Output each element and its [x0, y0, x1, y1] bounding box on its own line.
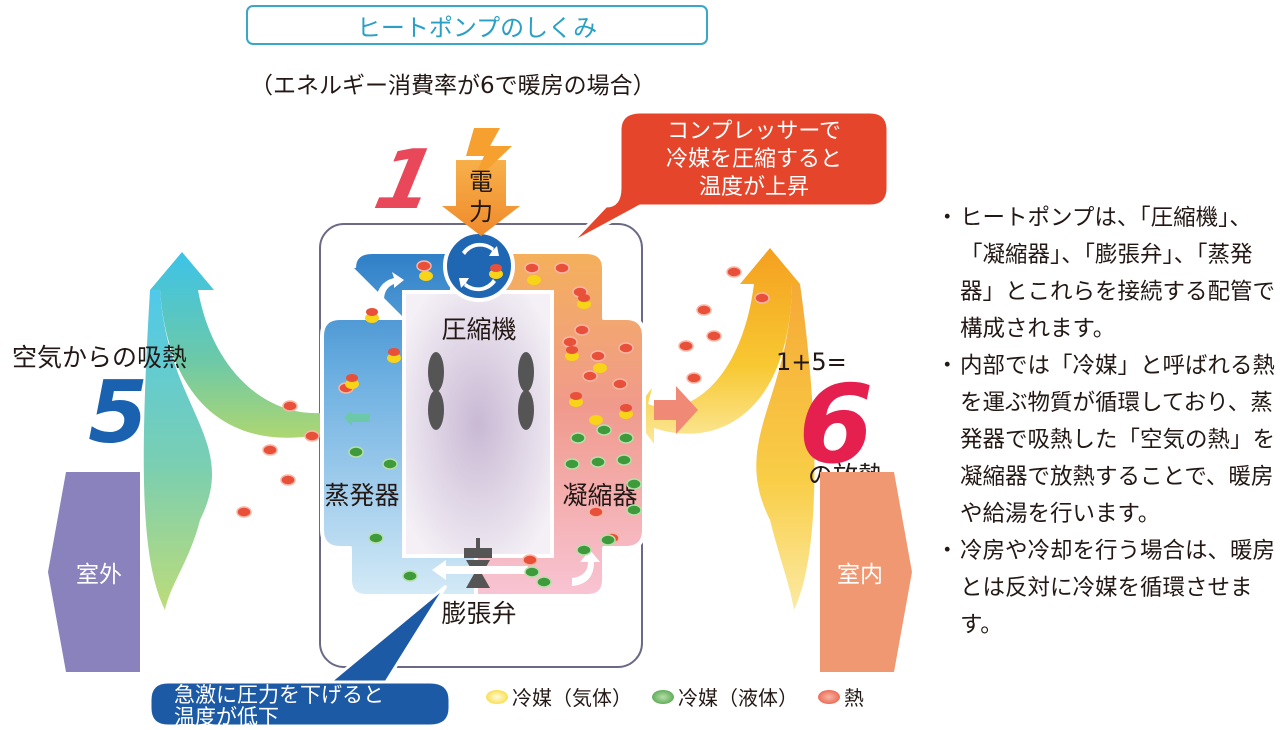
- note-2: 内部では「冷媒」と呼ばれる熱を運ぶ物質が循環しており、蒸発器で吸熱した「空気の熱…: [936, 348, 1276, 533]
- callout-top-line-2: 冷媒を圧縮すると: [666, 147, 842, 172]
- power-label-2: 力: [469, 198, 493, 226]
- air-heat-number: 5: [88, 363, 148, 463]
- output-number: 6: [798, 363, 873, 488]
- evaporator-loop: [320, 250, 478, 598]
- legend-label-heat: 熱: [844, 686, 864, 710]
- callout-top-line-3: 温度が上昇: [699, 175, 809, 200]
- liquid-refrigerant-particles: [348, 424, 642, 588]
- diagram-subtitle: （エネルギー消費率が6で暖房の場合）: [250, 73, 656, 99]
- callout-top-bubble: [568, 110, 890, 246]
- note-1: ヒートポンプは、「圧縮機」、「凝縮器」、「膨張弁」、「蒸発器」とこれらを接続する…: [936, 200, 1276, 348]
- flow-arrow-icon: [344, 410, 370, 426]
- air-heat-label: 空気からの吸熱: [12, 343, 187, 372]
- flow-arrow-icon: [572, 550, 600, 586]
- callout-bottom-bubble: [148, 584, 452, 728]
- power-label-1: 電: [469, 168, 493, 196]
- compressor-label: 圧縮機: [441, 315, 516, 344]
- legend-label-liquid: 冷媒（液体）: [678, 686, 798, 710]
- condenser-label: 凝縮器: [562, 481, 637, 510]
- liquid-dot-icon: [652, 689, 674, 704]
- flow-arrow-icon: [432, 560, 528, 580]
- legend: 冷媒（気体） 冷媒（液体） 熱: [486, 682, 864, 711]
- gas-refrigerant-particles: [345, 264, 633, 425]
- gas-dot-icon: [486, 689, 508, 704]
- note-3: 冷房や冷却を行う場合は、暖房とは反対に冷媒を循環させます。: [936, 533, 1276, 644]
- callout-top-line-1: コンプレッサーで: [667, 119, 841, 144]
- outside-label: 室外: [76, 562, 122, 588]
- callout-bottom-line-1: 急激に圧力を下げると: [174, 683, 384, 707]
- valve-label: 膨張弁: [441, 599, 516, 628]
- fan-blades-icon: [428, 352, 534, 430]
- legend-item-heat: 熱: [818, 682, 864, 711]
- heat-pump-diagram: 電 力 1 コンプレッサーで 冷媒を圧縮すると 温度が上昇 急激に圧力を下げると…: [12, 110, 912, 729]
- power-arrow: [442, 160, 520, 236]
- diagram-title: ヒートポンプのしくみ: [246, 5, 708, 45]
- evaporator-label: 蒸発器: [324, 481, 399, 510]
- legend-label-gas: 冷媒（気体）: [512, 686, 632, 710]
- sum-label: 1+5=: [776, 348, 847, 376]
- inside-banner: [820, 472, 912, 672]
- heat-dot-icon: [818, 689, 840, 704]
- inside-label: 室内: [837, 562, 883, 588]
- flow-arrow-icon: [654, 386, 698, 434]
- input-number: 1: [367, 132, 444, 228]
- explanation-notes: ヒートポンプは、「圧縮機」、「凝縮器」、「膨張弁」、「蒸発器」とこれらを接続する…: [936, 200, 1276, 644]
- outside-air-arrow: [150, 252, 362, 448]
- heat-particles: [236, 260, 770, 566]
- legend-item-liquid: 冷媒（液体）: [652, 682, 798, 711]
- outside-banner: [48, 472, 140, 672]
- legend-item-gas: 冷媒（気体）: [486, 682, 632, 711]
- lightning-icon: [466, 128, 512, 186]
- flow-arrow-icon: [376, 272, 404, 300]
- callout-bottom-line-2: 温度が低下: [174, 705, 279, 729]
